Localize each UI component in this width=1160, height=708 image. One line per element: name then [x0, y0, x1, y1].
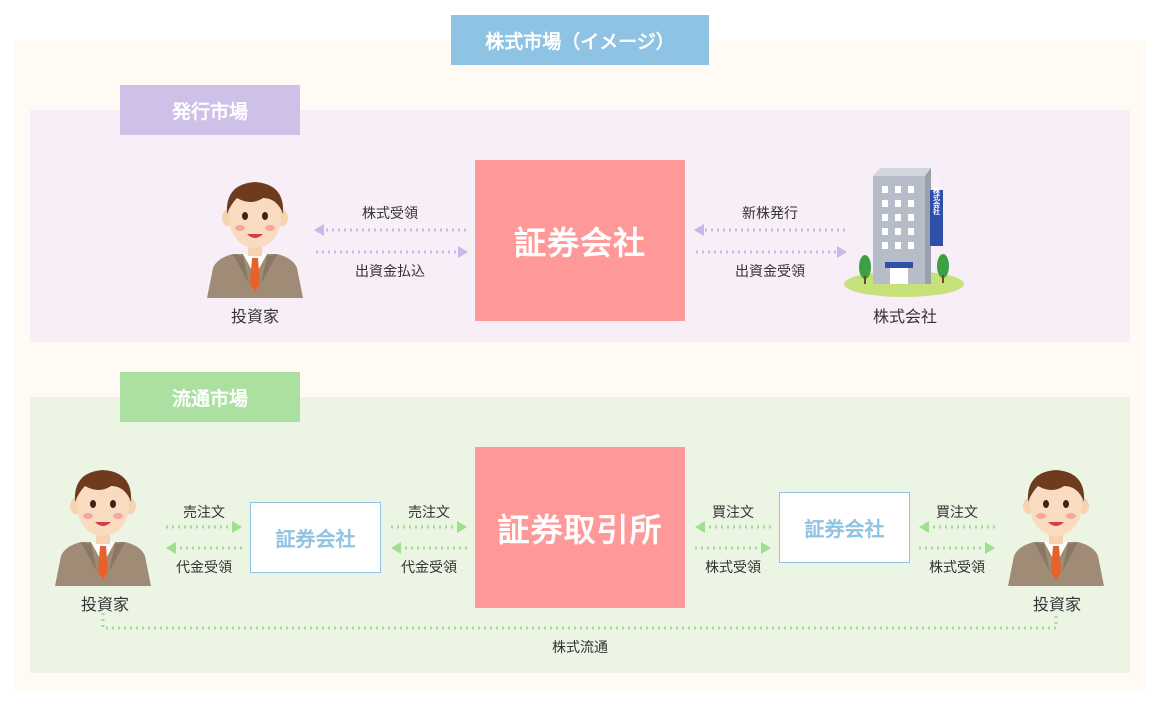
label-r1-buy-order: 買注文 [712, 505, 754, 521]
arrowhead-r2-bottom [985, 542, 995, 554]
secondary-arrows [101, 525, 1058, 630]
left-broker-box: 証券会社 [250, 502, 381, 573]
arrowhead-l1-bottom [166, 542, 176, 554]
label-l1-sell-order: 売注文 [183, 505, 225, 521]
arrowhead-right-bottom [837, 246, 847, 258]
label-l2-payment-receipt: 代金受領 [401, 560, 457, 576]
secondary-left-investor-label: 投資家 [80, 595, 129, 614]
building-sign: ○○株式会社 [932, 171, 941, 216]
company-building-icon: ○○株式会社 [844, 168, 964, 297]
secondary-left-investor-icon [55, 470, 151, 586]
label-r2-buy-order: 買注文 [936, 505, 978, 521]
primary-investor-icon [207, 182, 303, 298]
arrowhead-l1-top [232, 521, 242, 533]
securities-company-box: 証券会社 [475, 160, 685, 321]
label-new-share-issue: 新株発行 [742, 206, 798, 222]
arrowhead-l2-top [457, 521, 467, 533]
label-investment-payment: 出資金払込 [355, 264, 425, 280]
label-stock-receipt: 株式受領 [362, 206, 418, 222]
label-r1-stock-receipt: 株式受領 [705, 560, 761, 576]
label-r2-stock-receipt: 株式受領 [929, 560, 985, 576]
label-l1-payment-receipt: 代金受領 [176, 560, 232, 576]
label-investment-receipt: 出資金受領 [735, 264, 805, 280]
arrowhead-r2-top [919, 521, 929, 533]
arrowhead-left-bottom [458, 246, 468, 258]
primary-investor-label: 投資家 [230, 307, 279, 326]
arrowhead-right-top [694, 224, 704, 236]
primary-arrows [316, 228, 845, 254]
label-l2-sell-order: 売注文 [408, 505, 450, 521]
stock-exchange-box: 証券取引所 [475, 447, 685, 608]
secondary-market-label: 流通市場 [120, 372, 300, 422]
stock-flow-line [101, 613, 1058, 630]
label-stock-circulation: 株式流通 [552, 640, 608, 656]
primary-market-label: 発行市場 [120, 85, 300, 135]
right-broker-box: 証券会社 [779, 492, 910, 563]
diagram-title: 株式市場（イメージ） [451, 15, 709, 65]
secondary-right-investor-label: 投資家 [1032, 595, 1081, 614]
arrowhead-l2-bottom [391, 542, 401, 554]
company-label: 株式会社 [872, 307, 937, 326]
arrowhead-r1-top [695, 521, 705, 533]
arrowhead-left-top [314, 224, 324, 236]
secondary-right-investor-icon [1008, 470, 1104, 586]
arrowhead-r1-bottom [761, 542, 771, 554]
